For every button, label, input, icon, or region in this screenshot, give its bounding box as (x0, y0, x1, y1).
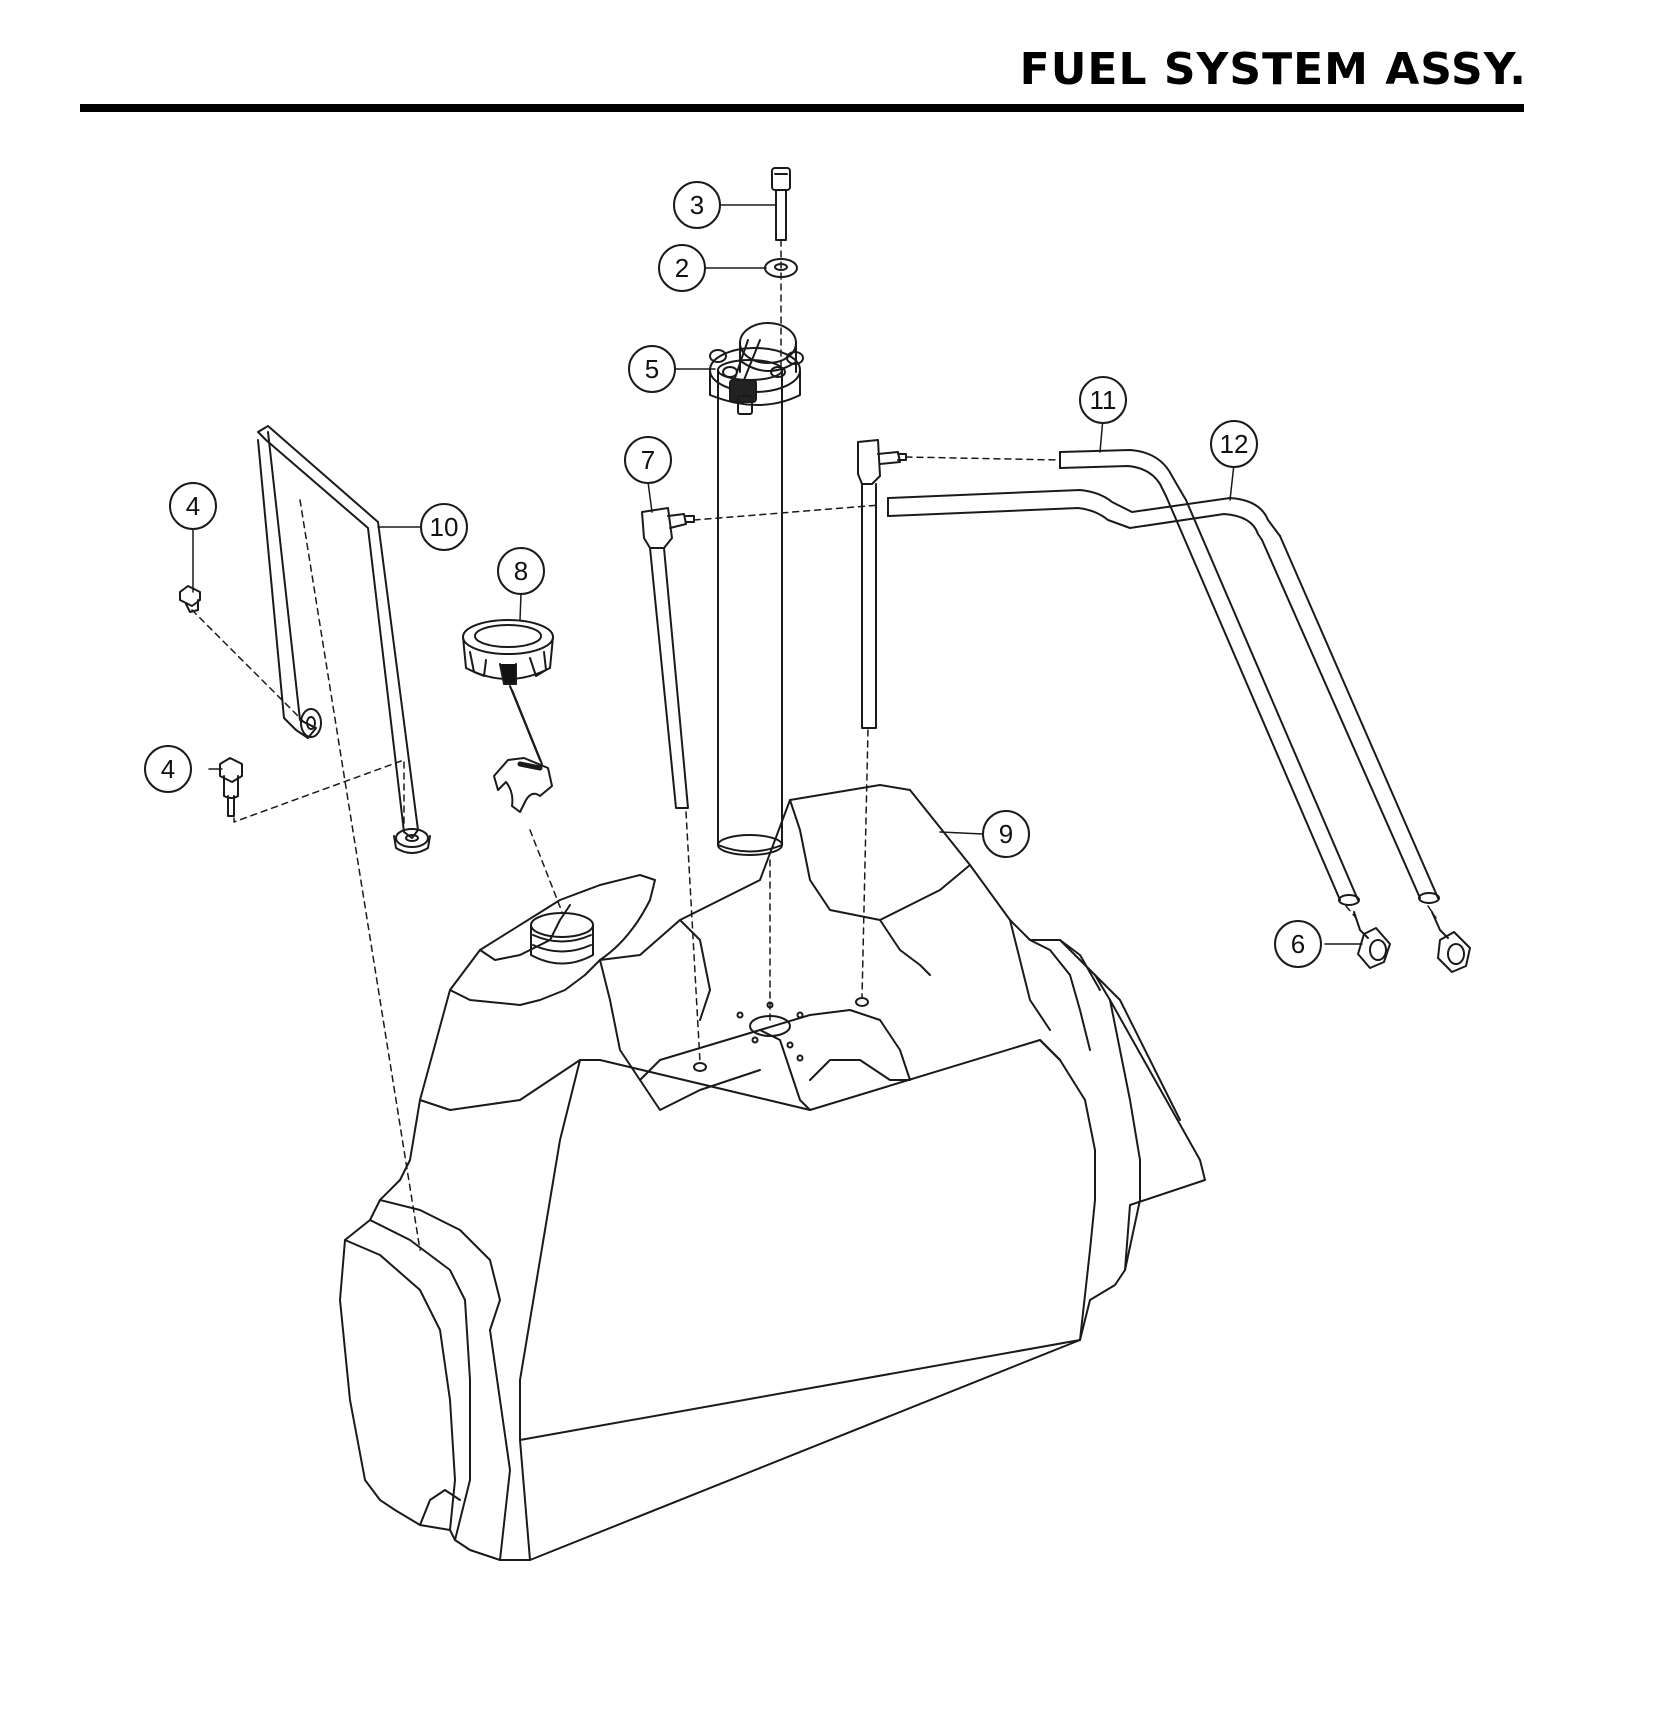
callout-10-label: 10 (430, 512, 459, 542)
tank-strap (257, 425, 431, 854)
bolt-upper (179, 585, 201, 613)
vent-elbow-right (857, 439, 907, 729)
fuel-cap (462, 619, 554, 813)
callout-2-label: 2 (675, 253, 689, 283)
callout-4-lower: 4 (144, 745, 192, 793)
callout-4-upper-label: 4 (186, 491, 200, 521)
assembly-lines (191, 239, 1437, 1251)
callout-9-label: 9 (999, 819, 1013, 849)
screw (771, 167, 791, 241)
callout-11-label: 11 (1090, 385, 1117, 415)
callout-11: 11 (1079, 376, 1127, 424)
hose-fitting-left (1353, 911, 1391, 969)
callout-8-label: 8 (514, 556, 528, 586)
callout-7: 7 (624, 436, 672, 484)
callout-12-label: 12 (1220, 429, 1249, 459)
callout-5: 5 (628, 345, 676, 393)
vent-elbow-left (641, 507, 695, 809)
callout-5-label: 5 (645, 354, 659, 384)
callout-7-label: 7 (641, 445, 655, 475)
bolt-lower (219, 757, 243, 817)
fuel-sender-unit (709, 322, 804, 856)
callout-8: 8 (497, 547, 545, 595)
callout-9: 9 (982, 810, 1030, 858)
callout-6: 6 (1274, 920, 1322, 968)
hose-12 (887, 489, 1440, 904)
callout-10: 10 (420, 503, 468, 551)
callout-3-label: 3 (690, 190, 704, 220)
callout-3: 3 (673, 181, 721, 229)
callout-2: 2 (658, 244, 706, 292)
fuel-tank (339, 784, 1206, 1561)
hose-fitting-right (1431, 911, 1471, 973)
callout-4-lower-label: 4 (161, 754, 175, 784)
callout-12: 12 (1210, 420, 1258, 468)
callout-6-label: 6 (1291, 929, 1305, 959)
title-rule (80, 104, 1524, 112)
page-title: FUEL SYSTEM ASSY. (1019, 44, 1527, 95)
callout-4-upper: 4 (169, 482, 217, 530)
